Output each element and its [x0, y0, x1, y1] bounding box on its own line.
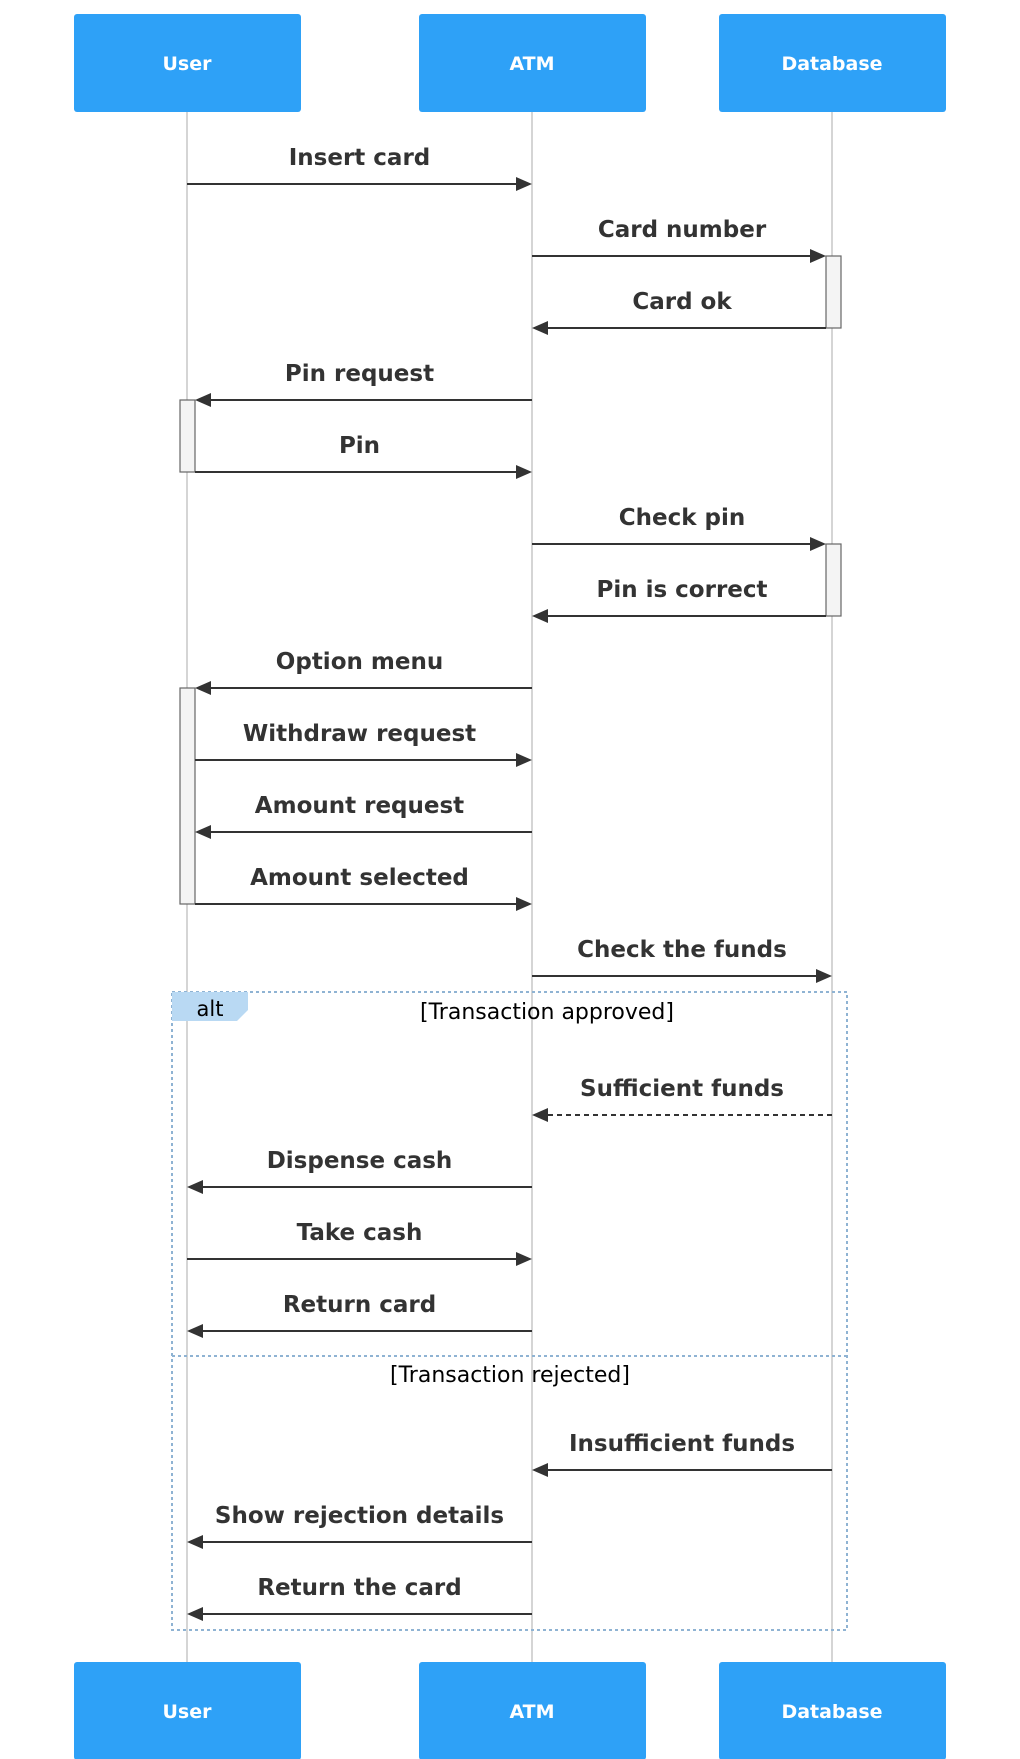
arrowhead [816, 969, 832, 983]
message-16: Return card [187, 1292, 532, 1338]
message-label: Insert card [289, 145, 431, 171]
participant-label: User [163, 1701, 213, 1723]
message-9: Withdraw request [195, 721, 532, 767]
participant-label: User [163, 53, 213, 75]
message-label: Return card [283, 1292, 436, 1318]
message-7: Pin is correct [532, 577, 826, 623]
message-label: Card ok [632, 289, 732, 315]
message-12: Check the funds [532, 937, 832, 983]
arrowhead [187, 1180, 203, 1194]
message-label: Sufficient funds [580, 1076, 784, 1102]
arrowhead [810, 249, 826, 263]
arrowhead [516, 177, 532, 191]
participant-bottom-atm: ATM [419, 1662, 646, 1759]
message-label: Show rejection details [215, 1503, 504, 1529]
arrowhead [810, 537, 826, 551]
activation-user-2 [179, 687, 196, 905]
alt-frame [171, 991, 848, 1631]
arrowhead [195, 825, 211, 839]
message-label: Pin request [285, 361, 434, 387]
arrowhead [195, 681, 211, 695]
activations [179, 255, 842, 905]
message-10: Amount request [195, 793, 532, 839]
message-5: Pin [195, 433, 532, 479]
arrowhead [187, 1324, 203, 1338]
alt-tab-label: alt [197, 997, 224, 1021]
participant-label: ATM [509, 1701, 554, 1723]
arrowhead [516, 897, 532, 911]
message-label: Take cash [297, 1220, 423, 1246]
alt-condition-approved: [Transaction approved] [420, 1000, 674, 1025]
message-6: Check pin [532, 505, 826, 551]
participant-top-atm: ATM [419, 14, 646, 112]
message-11: Amount selected [195, 865, 532, 911]
arrowhead [532, 1108, 548, 1122]
message-8: Option menu [195, 649, 532, 695]
message-label: Pin is correct [596, 577, 767, 603]
participant-bottom-user: User [74, 1662, 301, 1759]
message-3: Card ok [532, 289, 826, 335]
activation-database-2 [825, 543, 842, 617]
message-4: Pin request [195, 361, 532, 407]
message-15: Take cash [187, 1220, 532, 1266]
arrowhead [195, 393, 211, 407]
message-14: Dispense cash [187, 1148, 532, 1194]
message-label: Check the funds [577, 937, 787, 963]
message-label: Amount request [255, 793, 464, 819]
message-17: Insufficient funds [532, 1431, 832, 1477]
alt-condition-rejected: [Transaction rejected] [390, 1363, 630, 1388]
message-label: Pin [339, 433, 380, 459]
message-label: Option menu [276, 649, 443, 675]
message-19: Return the card [187, 1575, 532, 1621]
message-18: Show rejection details [187, 1503, 532, 1549]
participant-top-database: Database [719, 14, 946, 112]
arrowhead [532, 609, 548, 623]
message-label: Dispense cash [267, 1148, 453, 1174]
alt-frame-group: alt [Transaction approved] [Transaction … [171, 991, 848, 1631]
arrowhead [532, 321, 548, 335]
participant-bottom-database: Database [719, 1662, 946, 1759]
message-13: Sufficient funds [532, 1076, 832, 1122]
message-2: Card number [532, 217, 826, 263]
participants-bottom: User ATM Database [74, 1662, 946, 1759]
arrowhead [187, 1607, 203, 1621]
alt-tab [172, 992, 248, 1021]
activation-user-1 [179, 399, 196, 473]
arrowhead [516, 1252, 532, 1266]
participants-top: User ATM Database [74, 14, 946, 112]
arrowhead [516, 465, 532, 479]
message-label: Withdraw request [243, 721, 476, 747]
message-label: Amount selected [250, 865, 469, 891]
participant-top-user: User [74, 14, 301, 112]
arrowhead [532, 1463, 548, 1477]
activation-database-1 [825, 255, 842, 329]
message-1: Insert card [187, 145, 532, 191]
message-label: Card number [598, 217, 767, 243]
message-label: Return the card [257, 1575, 461, 1601]
participant-label: ATM [509, 53, 554, 75]
message-label: Insufficient funds [569, 1431, 795, 1457]
arrowhead [516, 753, 532, 767]
arrowhead [187, 1535, 203, 1549]
message-label: Check pin [619, 505, 746, 531]
participant-label: Database [781, 1701, 882, 1723]
participant-label: Database [781, 53, 882, 75]
